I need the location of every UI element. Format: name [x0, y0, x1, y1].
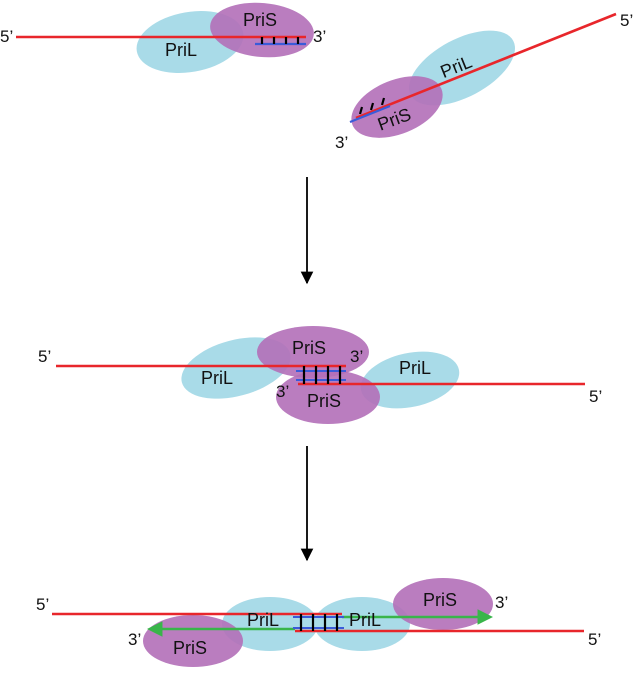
base-pairs: [302, 366, 342, 384]
three-prime-label: 3’: [313, 27, 326, 46]
pril-label: PriL: [165, 40, 197, 60]
five-prime-label: 5’: [620, 11, 633, 30]
dna-template-strand: [355, 12, 617, 120]
pril-label: PriL: [201, 368, 233, 388]
complex-left: 5’ 3’ PriL PriS: [0, 2, 326, 73]
pril-label: PriL: [349, 610, 381, 630]
five-prime-label: 5’: [38, 347, 51, 366]
pril-subunit-left: [222, 597, 318, 651]
three-prime-label: 3’: [335, 133, 348, 152]
pris-label: PriS: [423, 590, 457, 610]
pril-label: PriL: [247, 610, 279, 630]
stage-3-extension: 5’ 3’ 3’ 5’ PriL PriL PriS PriS: [36, 578, 601, 667]
base-pairs: [299, 614, 339, 631]
complex-right: 5’ 3’ PriL PriS: [335, 11, 633, 152]
primer-strand: [349, 104, 391, 124]
pril-subunit-right: [314, 597, 410, 651]
three-prime-label: 3’: [276, 382, 289, 401]
three-prime-label: 3’: [128, 630, 141, 649]
pril-label: PriL: [399, 358, 431, 378]
five-prime-label: 5’: [36, 595, 49, 614]
three-prime-label: 3’: [495, 593, 508, 612]
five-prime-label: 5’: [0, 27, 13, 46]
pris-label: PriS: [307, 391, 341, 411]
stage-1-separate-complexes: 5’ 3’ PriL PriS 5’ 3’ PriL PriS: [0, 2, 633, 152]
three-prime-label: 3’: [350, 347, 363, 366]
stage-2-dimer-complex: 5’ 3’ 3’ 5’ PriL PriL PriS PriS: [38, 326, 602, 424]
base-pairs: [260, 37, 300, 44]
pril-subunit-right: [360, 351, 460, 409]
pris-label: PriS: [292, 338, 326, 358]
base-pairs: [358, 97, 386, 115]
five-prime-label: 5’: [589, 387, 602, 406]
pris-label: PriS: [173, 638, 207, 658]
five-prime-label: 5’: [588, 630, 601, 649]
pris-label: PriS: [243, 10, 277, 30]
